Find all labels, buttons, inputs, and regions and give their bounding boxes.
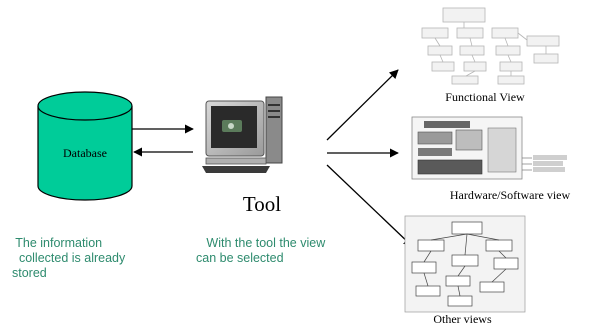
- hardware-software-view-thumbnail: [411, 116, 567, 180]
- other-views-thumbnail: [404, 215, 526, 313]
- view-selection-note: With the tool the view can be selected: [196, 236, 326, 265]
- tool-label: Tool: [242, 192, 282, 216]
- other-views-label: Other views: [433, 312, 492, 326]
- functional-view-thumbnail: [421, 7, 560, 85]
- information-stored-note: The information collected is already sto…: [12, 236, 126, 280]
- arrow-to-other-views: [326, 164, 413, 247]
- arrow-to-functional-view: [326, 69, 399, 141]
- database-cylinder: [37, 91, 133, 201]
- computer-icon: [202, 96, 283, 173]
- functional-view-label: Functional View: [445, 90, 525, 104]
- database-label: Database: [63, 146, 107, 160]
- hardware-software-view-label: Hardware/Software view: [449, 188, 571, 202]
